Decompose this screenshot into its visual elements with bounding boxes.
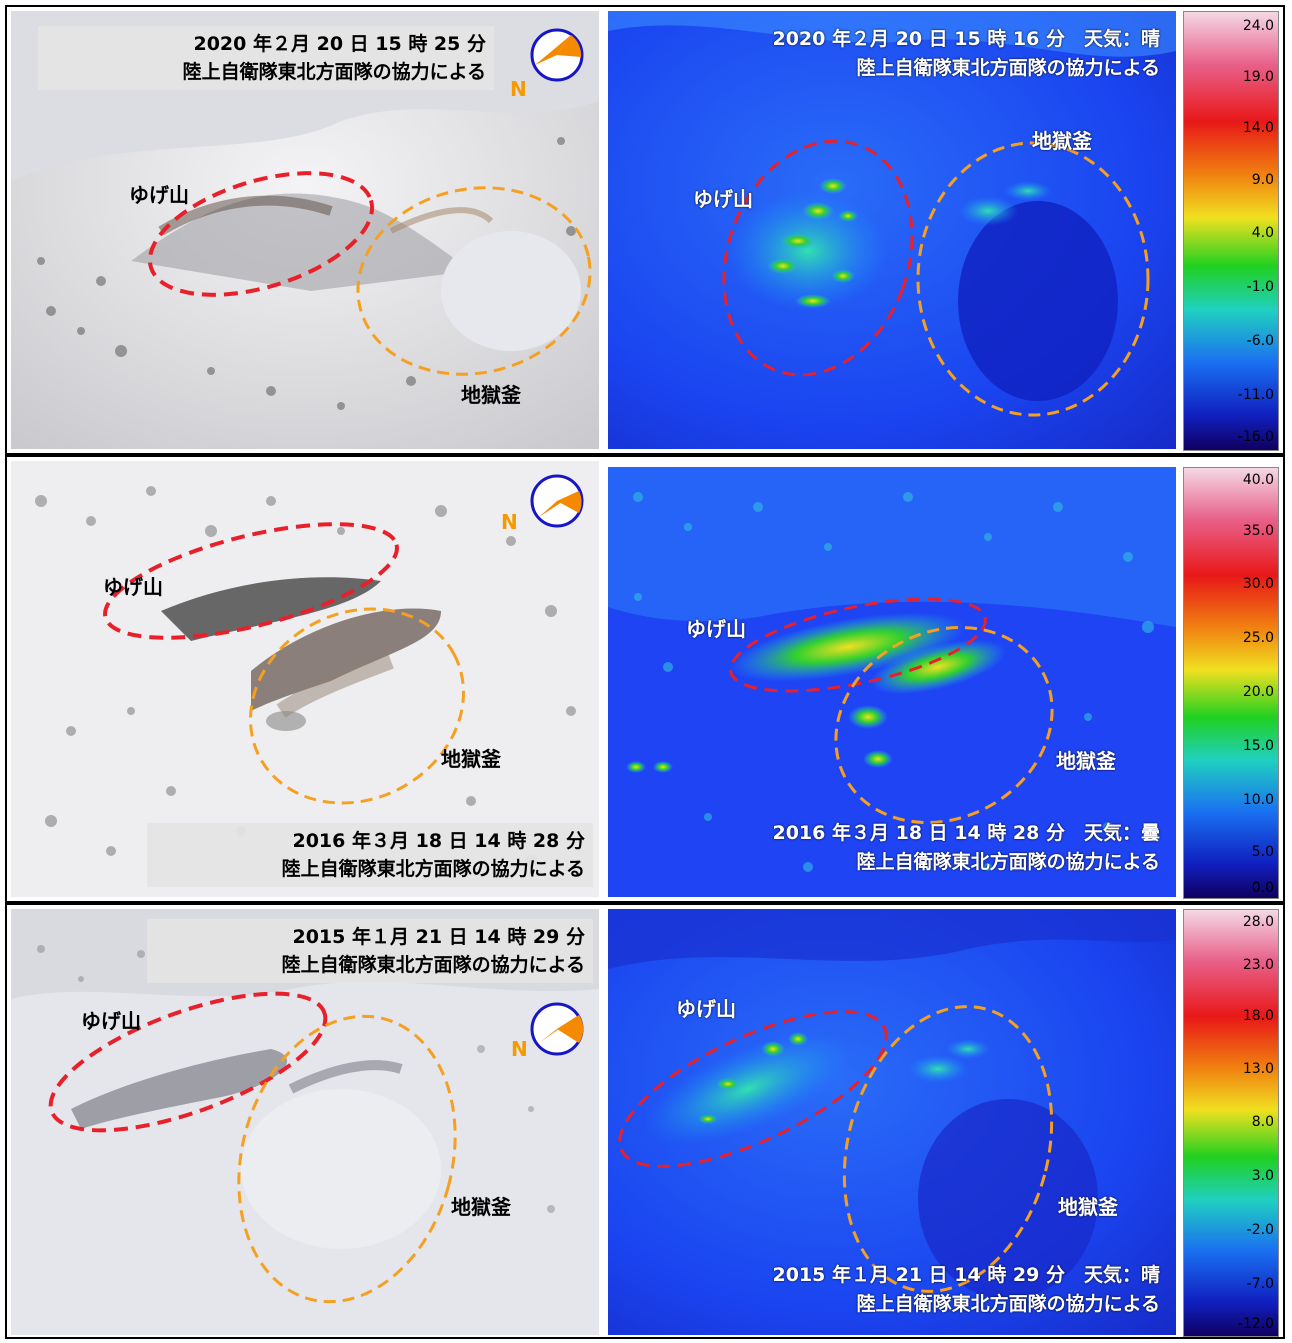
thermal-map (608, 909, 1176, 1335)
north-label: N (511, 1037, 528, 1061)
thermal-map (608, 467, 1176, 897)
compass-icon (530, 28, 584, 82)
thermal-image-2016: ゆげ山 地獄釜 2016 年３月 18 日 14 時 28 分 天気：曇 陸上自… (608, 467, 1176, 897)
jigoku-outline (916, 141, 1150, 417)
jigoku-label: 地獄釜 (441, 747, 501, 771)
jigoku-label: 地獄釜 (1032, 129, 1092, 153)
thermal-caption: 2020 年２月 20 日 15 時 16 分 天気：晴 陸上自衛隊東北方面隊の… (620, 25, 1160, 83)
yuge-outline (147, 171, 375, 297)
yuge-label: ゆげ山 (676, 997, 736, 1021)
yuge-outline (618, 1010, 888, 1168)
scale-tick: 9.0 (1251, 172, 1274, 188)
comparison-row-2016: N ゆげ山 地獄釜 2016 年３月 18 日 14 時 28 分 陸上自衛隊東… (5, 455, 1285, 903)
scale-tick: 15.0 (1242, 738, 1274, 754)
scale-tick: 4.0 (1251, 225, 1274, 241)
yuge-label: ゆげ山 (103, 575, 163, 599)
scale-tick: 5.0 (1251, 844, 1274, 860)
yuge-label: ゆげ山 (693, 187, 753, 211)
photo-credit: 陸上自衛隊東北方面隊の協力による (281, 858, 585, 880)
jigoku-label: 地獄釜 (451, 1195, 511, 1219)
scale-tick: 18.0 (1242, 1008, 1274, 1024)
scale-tick: 10.0 (1242, 792, 1274, 808)
scale-tick: 3.0 (1251, 1168, 1274, 1184)
thermal-date: 2020 年２月 20 日 15 時 16 分 天気：晴 (772, 28, 1160, 50)
jigoku-outline (834, 625, 1054, 825)
scale-tick: 0.0 (1251, 880, 1274, 896)
jigoku-outline (237, 1014, 457, 1304)
thermal-credit: 陸上自衛隊東北方面隊の協力による (856, 57, 1160, 79)
visible-photo-2016: N ゆげ山 地獄釜 2016 年３月 18 日 14 時 28 分 陸上自衛隊東… (11, 461, 599, 897)
comparison-row-2020: 2020 年２月 20 日 15 時 25 分 陸上自衛隊東北方面隊の協力による… (5, 5, 1285, 455)
north-label: N (510, 77, 527, 101)
thermal-credit: 陸上自衛隊東北方面隊の協力による (856, 1293, 1160, 1315)
scale-tick: -16.0 (1237, 429, 1274, 445)
temperature-scale: 28.0 23.0 18.0 13.0 8.0 3.0 -2.0 -7.0 -1… (1183, 909, 1279, 1337)
photo-date: 2015 年１月 21 日 14 時 29 分 (292, 926, 585, 948)
jigoku-label: 地獄釜 (461, 383, 521, 407)
jigoku-label: 地獄釜 (1056, 749, 1116, 773)
north-label: N (501, 510, 518, 534)
jigoku-outline (356, 186, 592, 376)
visible-photo-2015: 2015 年１月 21 日 14 時 29 分 陸上自衛隊東北方面隊の協力による… (11, 909, 599, 1335)
scale-tick: -12.0 (1237, 1316, 1274, 1332)
yuge-outline (48, 991, 328, 1133)
scale-tick: 40.0 (1242, 472, 1274, 488)
scale-tick: 28.0 (1242, 914, 1274, 930)
scale-tick: 25.0 (1242, 630, 1274, 646)
scale-tick: 24.0 (1242, 18, 1274, 34)
thermal-image-2015: ゆげ山 地獄釜 2015 年１月 21 日 14 時 29 分 天気：晴 陸上自… (608, 909, 1176, 1335)
scale-tick: -2.0 (1246, 1222, 1274, 1238)
temperature-scale: 40.0 35.0 30.0 25.0 20.0 15.0 10.0 5.0 0… (1183, 467, 1279, 899)
scale-tick: -6.0 (1246, 333, 1274, 349)
yuge-label: ゆげ山 (129, 183, 189, 207)
photo-caption: 2016 年３月 18 日 14 時 28 分 陸上自衛隊東北方面隊の協力による (147, 823, 593, 887)
thermal-map (608, 11, 1176, 449)
yuge-label: ゆげ山 (81, 1009, 141, 1033)
jigoku-label: 地獄釜 (1058, 1195, 1118, 1219)
scale-tick: 13.0 (1242, 1061, 1274, 1077)
scale-tick: 23.0 (1242, 957, 1274, 973)
yuge-outline (729, 597, 987, 693)
scale-tick: 20.0 (1242, 684, 1274, 700)
compass-icon (530, 1002, 584, 1056)
temperature-scale: 24.0 19.0 14.0 9.0 4.0 -1.0 -6.0 -11.0 -… (1183, 11, 1279, 451)
photo-date: 2016 年３月 18 日 14 時 28 分 (292, 830, 585, 852)
photo-caption: 2020 年２月 20 日 15 時 25 分 陸上自衛隊東北方面隊の協力による (38, 26, 494, 90)
yuge-outline (103, 522, 399, 640)
scale-tick: 30.0 (1242, 576, 1274, 592)
compass-icon (530, 474, 584, 528)
jigoku-outline (249, 607, 465, 805)
yuge-label: ゆげ山 (686, 617, 746, 641)
comparison-row-2015: 2015 年１月 21 日 14 時 29 分 陸上自衛隊東北方面隊の協力による… (5, 903, 1285, 1339)
photo-credit: 陸上自衛隊東北方面隊の協力による (281, 954, 585, 976)
thermal-caption: 2015 年１月 21 日 14 時 29 分 天気：晴 陸上自衛隊東北方面隊の… (620, 1261, 1160, 1319)
photo-credit: 陸上自衛隊東北方面隊の協力による (182, 61, 486, 83)
thermal-image-2020: 2020 年２月 20 日 15 時 16 分 天気：晴 陸上自衛隊東北方面隊の… (608, 11, 1176, 449)
scale-tick: 14.0 (1242, 120, 1274, 136)
jigoku-outline (842, 1005, 1054, 1293)
scale-tick: 35.0 (1242, 523, 1274, 539)
photo-caption: 2015 年１月 21 日 14 時 29 分 陸上自衛隊東北方面隊の協力による (147, 919, 593, 983)
visible-photo-2020: 2020 年２月 20 日 15 時 25 分 陸上自衛隊東北方面隊の協力による… (11, 11, 599, 449)
thermal-caption: 2016 年３月 18 日 14 時 28 分 天気：曇 陸上自衛隊東北方面隊の… (620, 819, 1160, 877)
scale-tick: -7.0 (1246, 1276, 1274, 1292)
thermal-credit: 陸上自衛隊東北方面隊の協力による (856, 851, 1160, 873)
scale-tick: -1.0 (1246, 279, 1274, 295)
scale-tick: 19.0 (1242, 69, 1274, 85)
scale-tick: -11.0 (1237, 387, 1274, 403)
thermal-date: 2016 年３月 18 日 14 時 28 分 天気：曇 (772, 822, 1160, 844)
yuge-outline (722, 139, 914, 377)
thermal-date: 2015 年１月 21 日 14 時 29 分 天気：晴 (772, 1264, 1160, 1286)
photo-date: 2020 年２月 20 日 15 時 25 分 (193, 33, 486, 55)
scale-tick: 8.0 (1251, 1114, 1274, 1130)
